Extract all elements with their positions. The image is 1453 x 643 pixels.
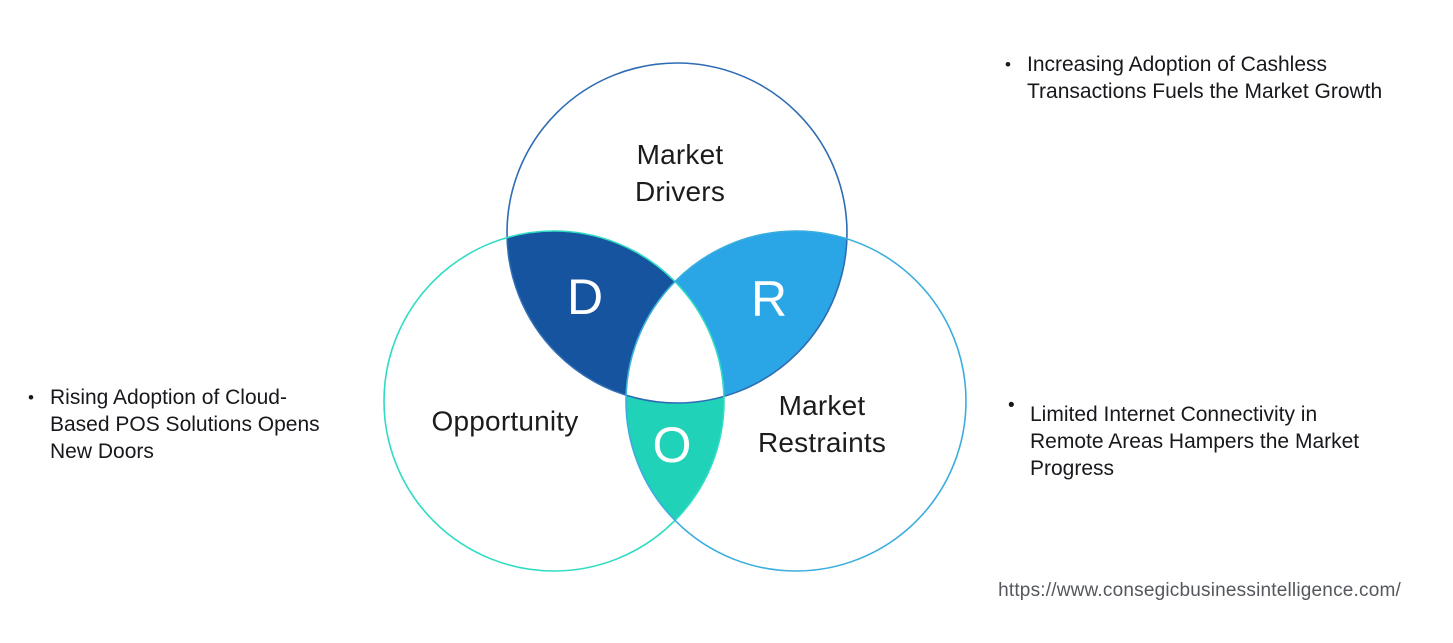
- source-url-link[interactable]: https://www.consegicbusinessintelligence…: [998, 580, 1401, 601]
- circle-market-restraints: [625, 230, 967, 572]
- bullet-restraints-text: Limited Internet Connectivity in Remote …: [1030, 403, 1360, 480]
- label-market-restraints: Market Restraints: [757, 390, 887, 458]
- label-opportunity: Opportunity: [431, 405, 579, 437]
- bullet-drivers: • Increasing Adoption of Cashless Transa…: [1005, 51, 1387, 105]
- bullet-opportunity: • Rising Adoption of Cloud-Based POS Sol…: [28, 384, 346, 465]
- circle-market-drivers: [506, 62, 848, 404]
- label-market-drivers: Market Drivers: [634, 139, 726, 207]
- letter-d: D: [566, 269, 604, 325]
- bullet-dot-icon: •: [28, 388, 34, 407]
- bullet-drivers-text: Increasing Adoption of Cashless Transact…: [1027, 53, 1383, 103]
- bullet-dot-icon: •: [1008, 395, 1015, 416]
- bullet-dot-icon: •: [1005, 55, 1011, 74]
- letter-r: R: [750, 271, 788, 327]
- letter-o: O: [652, 417, 692, 473]
- bullet-restraints: • Limited Internet Connectivity in Remot…: [1008, 395, 1390, 482]
- circle-opportunity: [383, 230, 725, 572]
- bullet-opportunity-text: Rising Adoption of Cloud-Based POS Solut…: [50, 386, 320, 463]
